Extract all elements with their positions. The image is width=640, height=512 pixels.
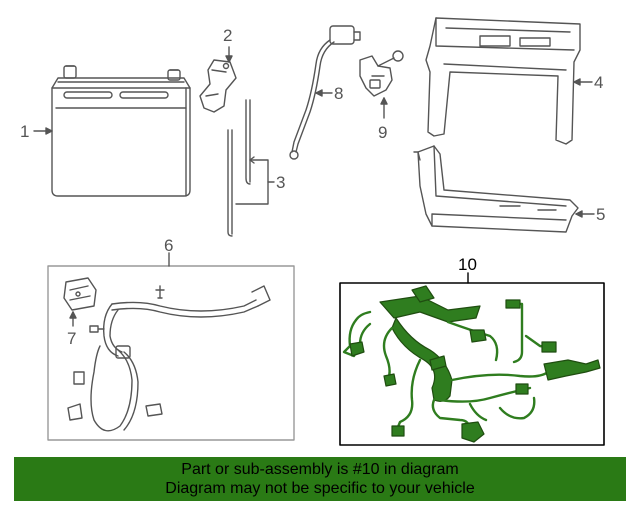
- callout-1: 1: [20, 122, 29, 141]
- negative-cable[interactable]: [90, 285, 271, 432]
- callout-10: 10: [458, 255, 477, 274]
- callout-6: 6: [164, 236, 173, 255]
- callout-5: 5: [596, 205, 605, 224]
- battery-box[interactable]: [425, 17, 581, 145]
- callout-7: 7: [67, 329, 76, 348]
- part-notice-banner: Part or sub-assembly is #10 in diagram D…: [14, 457, 626, 501]
- engine-wire-harness[interactable]: [342, 285, 601, 443]
- parts-diagram: 1 2 3 4 5 6 7 8 9 10: [20, 17, 605, 446]
- battery-hold-bolts[interactable]: [227, 99, 251, 237]
- banner-line-2: Diagram may not be specific to your vehi…: [165, 480, 475, 497]
- callout-9: 9: [378, 123, 387, 142]
- callout-3: 3: [276, 173, 285, 192]
- battery[interactable]: [51, 65, 191, 197]
- battery-terminal[interactable]: [359, 50, 404, 97]
- callout-4: 4: [594, 73, 603, 92]
- battery-tray[interactable]: [413, 145, 579, 233]
- banner-line-1: Part or sub-assembly is #10 in diagram: [181, 461, 459, 478]
- part-6-group-box: [47, 265, 295, 441]
- part-10-group-box: [339, 282, 605, 446]
- battery-hold-down[interactable]: [199, 59, 237, 113]
- battery-cable[interactable]: [289, 25, 361, 160]
- callout-2: 2: [223, 26, 232, 45]
- callout-8: 8: [334, 84, 343, 103]
- cable-clamp[interactable]: [63, 277, 97, 311]
